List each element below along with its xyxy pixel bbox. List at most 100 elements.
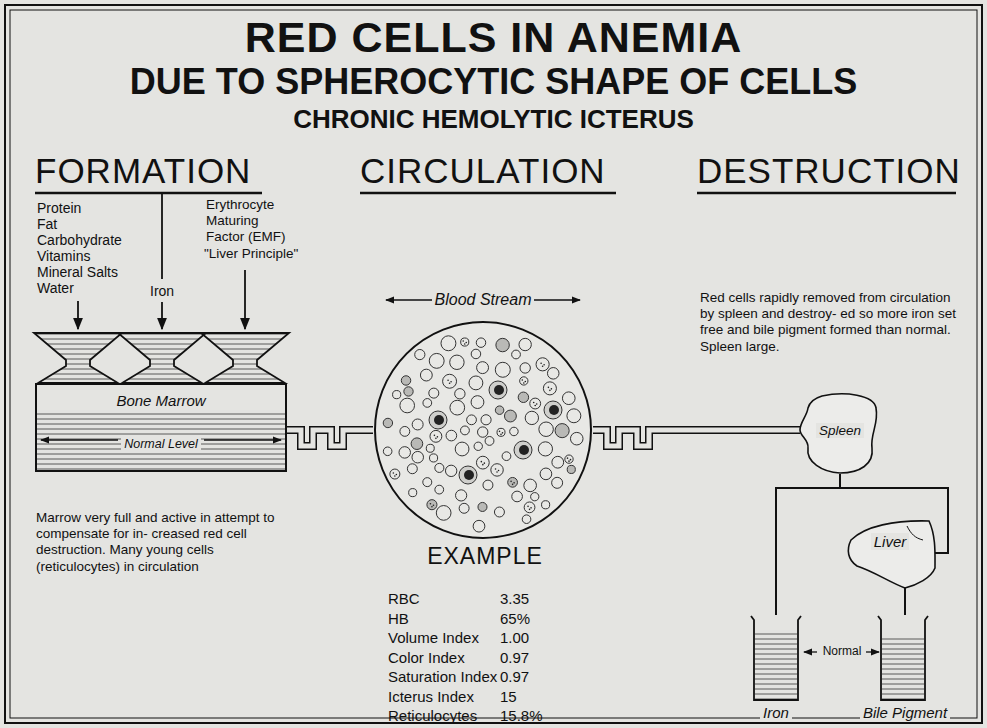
table-cell: 65% [500,610,570,628]
cell-outline [435,463,444,472]
red-cell [436,506,451,521]
reticulum-dot [482,464,484,466]
cell-outline [504,410,516,422]
red-cell [565,455,573,463]
reticulum-dot [567,457,569,459]
red-cell [562,392,575,405]
red-cell [456,490,467,501]
funnel [34,333,122,383]
connector-line [287,430,373,446]
reticulum-dot [549,390,551,392]
heading-underline [35,192,262,195]
red-cell [478,502,487,511]
cell-outline [570,432,583,445]
reticulum-dot [499,431,501,433]
red-cell [543,382,556,395]
red-cell [420,369,432,381]
red-cell [461,426,470,435]
red-cell [552,477,563,488]
cell-outline [474,442,482,450]
reticulum-dot [525,381,527,383]
cell-outline [525,411,538,424]
reticulum-dot [527,506,529,508]
cell-outline [539,422,553,436]
reticulum-dot [393,472,395,474]
red-cell [474,442,482,450]
connector-line [287,430,373,446]
red-cell [411,438,423,450]
input-arrow [161,194,163,279]
cell-outline [491,464,503,476]
red-cell [450,355,464,369]
cell-outline [473,520,485,532]
cell-outline [542,501,550,509]
blood-stream-outline [375,322,591,538]
section-heading: DESTRUCTION [697,150,982,192]
cell-outline [429,411,447,429]
cell-outline [446,430,457,441]
input-arrow [161,302,163,329]
red-cell [570,432,583,445]
red-cell [478,427,488,437]
cell-outline [510,427,519,436]
nucleated-cell [514,441,532,459]
red-cell [441,336,456,351]
connector-line [776,474,840,615]
red-cell [496,338,509,351]
cell-outline [481,415,491,425]
red-cell [423,399,432,408]
red-cell [467,415,477,425]
title-line: DUE TO SPHEROCYTIC SHAPE OF CELLS [0,60,987,103]
cell-outline [538,442,552,456]
cell-outline [496,338,509,351]
red-cell [547,368,559,380]
cell-outline [436,506,451,521]
cell-outline [450,355,464,369]
cell-nucleus [434,415,444,425]
cell-outline [489,381,507,399]
blood-stream-circle-drawing [375,322,591,538]
red-cell [427,500,437,510]
red-cell [477,362,489,374]
table-cell: 0.97 [500,649,570,667]
reticulum-dot [430,503,432,505]
red-cell [383,447,392,456]
box-title: Bone Marrow [113,392,208,409]
cell-outline [519,338,531,350]
cell-outline [471,396,484,409]
red-cell [530,398,541,409]
connector-line [593,430,800,446]
cell-outline [497,428,505,436]
table-cell: 3.35 [500,590,570,608]
table-cell: Color Index [388,649,496,667]
red-cell [426,444,434,452]
connector [287,430,373,446]
reticulum-dot [570,459,572,461]
cell-outline [469,376,483,390]
cell-outline [512,491,523,502]
connector-line [593,430,800,446]
heading-underline [35,192,956,195]
red-cell [552,456,564,468]
red-cell [415,349,425,359]
liver-organ-drawing [848,521,935,588]
funnel [34,333,289,383]
cell-outline [522,515,531,524]
spleen-organ-drawing [800,394,877,473]
beaker-outline [878,616,928,700]
section-heading: CIRCULATION [360,150,650,192]
stream-arrow [534,299,580,300]
reticulum-dot [512,484,514,486]
subtitle: CHRONIC HEMOLYTIC ICTERUS [0,104,987,135]
note-text: Marrow very full and active in attempt t… [36,510,300,575]
funnel [118,333,206,383]
reticulum-dot [450,381,452,383]
red-cell [539,422,553,436]
cell-outline [459,466,477,484]
red-cell [473,520,485,532]
circle-title: Blood Stream [432,291,535,309]
cell-outline [520,377,528,385]
cell-outline [552,477,563,488]
red-cell [481,415,491,425]
input-item: Erythrocyte Maturing Factor (EMF) [206,197,296,246]
